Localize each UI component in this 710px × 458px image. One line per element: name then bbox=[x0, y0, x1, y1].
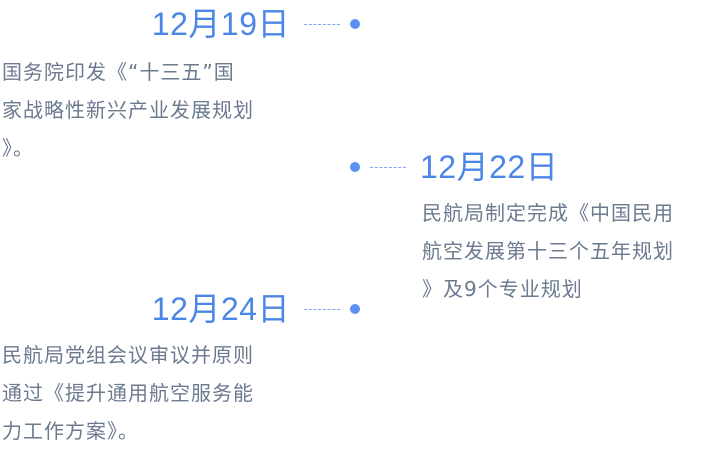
connector-line bbox=[304, 309, 340, 310]
connector-line bbox=[304, 24, 340, 25]
connector-line bbox=[370, 167, 406, 168]
event-date: 12月24日 bbox=[151, 291, 290, 327]
event-description: 国务院印发《“十三五”国 家战略性新兴产业发展规划 》。 bbox=[2, 60, 254, 160]
event-date: 12月22日 bbox=[420, 149, 559, 185]
event-date: 12月19日 bbox=[151, 6, 290, 42]
timeline-dot bbox=[350, 304, 360, 314]
event-description: 民航局制定完成《中国民用 航空发展第十三个五年规划 》及9个专业规划 bbox=[422, 201, 674, 301]
timeline-dot bbox=[350, 162, 360, 172]
timeline-dot bbox=[350, 19, 360, 29]
event-description: 民航局党组会议审议并原则 通过《提升通用航空服务能 力工作方案》。 bbox=[2, 343, 254, 443]
